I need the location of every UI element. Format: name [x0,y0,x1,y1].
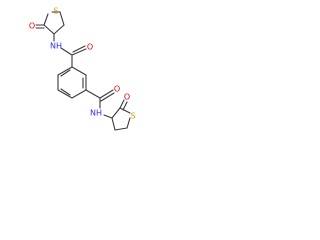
oxygen-atom-label: O [114,85,120,94]
bottom-thiolanone-ring [103,99,131,131]
bond [57,89,73,99]
bond [114,127,128,131]
bond [119,99,125,109]
bond [85,89,101,99]
bond [71,89,87,99]
bond [60,88,71,96]
benzene-ring [57,66,87,99]
bond [122,101,128,111]
bond [119,107,131,114]
bond [60,69,71,77]
bond [126,117,131,129]
oxygen-atom-label: O [29,22,35,31]
top-thiolanone-ring [35,11,65,42]
bond [71,48,87,56]
oxygen-atom-label: O [124,93,130,102]
bond [99,89,114,99]
bond [71,66,87,76]
top-amide-group [60,45,87,68]
bond [111,107,121,119]
bond [72,45,86,53]
bond [60,47,73,56]
amine-nh-label: NH [90,109,102,118]
sulfur-atom-label: S [53,7,58,16]
bottom-amide-group [85,89,115,109]
oxygen-atom-label: O [87,43,93,52]
molecule-diagram: S O NH O O NH S O [29,7,136,131]
bond [53,24,65,35]
bond [59,11,65,26]
bond [103,114,113,119]
bond [57,66,73,76]
sulfur-atom-label: S [130,112,135,121]
bond [43,13,49,26]
bond [111,117,116,131]
bond [43,24,55,35]
bond [100,92,115,102]
amine-nh-label: NH [50,42,62,51]
